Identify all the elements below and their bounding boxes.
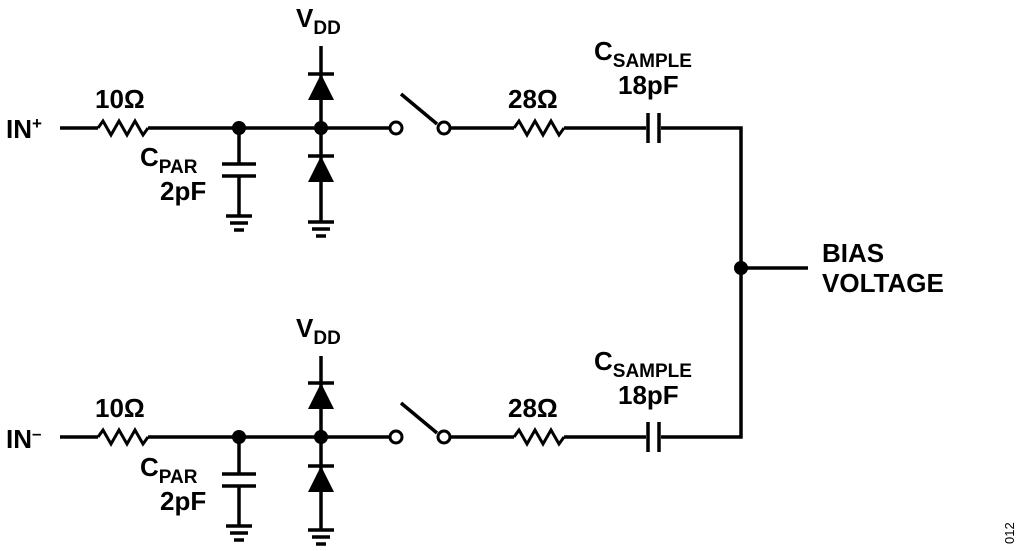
series-resistor-10ohm bbox=[96, 426, 150, 448]
csample-value: 18pF bbox=[618, 380, 679, 410]
cpar-label: CPAR bbox=[140, 142, 198, 178]
ground-icon bbox=[224, 214, 254, 232]
sampling-switch bbox=[388, 92, 452, 136]
esd-diode-upper bbox=[308, 356, 334, 437]
esd-diode-lower bbox=[306, 437, 336, 546]
channel-positive: IN+ 10Ω CPAR 2pF VDD bbox=[6, 3, 743, 268]
series-resistor-10ohm bbox=[96, 117, 150, 139]
bias-voltage-node: BIAS VOLTAGE bbox=[734, 238, 944, 298]
esd-diode-upper bbox=[308, 46, 334, 128]
csample-capacitor bbox=[646, 113, 661, 143]
bias-label-line2: VOLTAGE bbox=[822, 268, 944, 298]
ground-icon bbox=[306, 220, 336, 238]
switch-resistor-label: 28Ω bbox=[508, 84, 558, 114]
csample-capacitor bbox=[646, 422, 661, 452]
switch-resistor-label: 28Ω bbox=[508, 393, 558, 423]
input-label-negative: IN– bbox=[6, 424, 41, 454]
cpar-value: 2pF bbox=[160, 486, 206, 516]
wire-to-bias bbox=[661, 268, 743, 439]
csample-label: CSAMPLE bbox=[594, 346, 692, 382]
cpar-capacitor bbox=[222, 128, 256, 232]
vdd-label: VDD bbox=[296, 3, 341, 39]
esd-diode-lower bbox=[306, 128, 336, 238]
wire-to-bias bbox=[661, 126, 743, 268]
ground-icon bbox=[224, 524, 254, 542]
sampling-switch bbox=[388, 401, 452, 445]
cpar-value: 2pF bbox=[160, 176, 206, 206]
channel-negative: IN– 10Ω CPAR 2pF VDD bbox=[6, 268, 743, 546]
switch-resistor-28ohm bbox=[512, 117, 566, 139]
csample-value: 18pF bbox=[618, 70, 679, 100]
switch-resistor-28ohm bbox=[512, 426, 566, 448]
input-label-positive: IN+ bbox=[6, 114, 42, 144]
series-resistor-label: 10Ω bbox=[95, 84, 145, 114]
csample-label: CSAMPLE bbox=[594, 36, 692, 72]
vdd-label: VDD bbox=[296, 313, 341, 349]
ground-icon bbox=[306, 528, 336, 546]
series-resistor-label: 10Ω bbox=[95, 393, 145, 423]
cpar-capacitor bbox=[222, 437, 256, 542]
cpar-label: CPAR bbox=[140, 452, 198, 488]
bias-label-line1: BIAS bbox=[822, 238, 884, 268]
figure-number: 012 bbox=[1002, 522, 1017, 544]
